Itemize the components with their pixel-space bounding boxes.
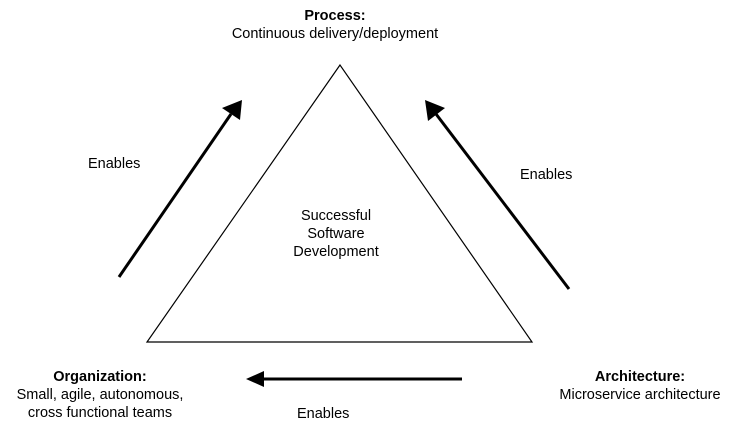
node-architecture-title: Architecture:	[594, 369, 686, 385]
triangle	[145, 63, 534, 343]
center-line-2: Software	[307, 226, 365, 242]
edge-label-arch-to-process: Enables	[520, 167, 573, 183]
center-line-3: Development	[293, 244, 379, 260]
edge-label-org-to-process: Enables	[88, 156, 141, 172]
node-organization-desc-2: cross functional teams	[27, 405, 173, 421]
node-process-title: Process:	[304, 8, 366, 24]
center-line-1: Successful	[300, 208, 372, 224]
edge-label-arch-to-org: Enables	[297, 406, 350, 422]
arrowhead-org-to-process	[222, 100, 242, 120]
arrow-org-to-process	[117, 113, 233, 278]
node-organization-desc-1: Small, agile, autonomous,	[16, 387, 184, 403]
arrow-arch-to-process	[434, 113, 571, 290]
node-organization: Organization: Small, agile, autonomous, …	[0, 368, 200, 422]
arrowhead-arch-to-org	[246, 371, 264, 387]
node-organization-title: Organization:	[53, 369, 147, 385]
node-process-desc: Continuous delivery/deployment	[231, 26, 439, 42]
node-architecture: Architecture: Microservice architecture	[545, 368, 735, 404]
arrowhead-arch-to-process	[425, 100, 445, 121]
center-label: Successful Software Development	[261, 207, 411, 261]
node-architecture-desc: Microservice architecture	[559, 387, 721, 403]
node-process: Process: Continuous delivery/deployment	[185, 7, 485, 43]
